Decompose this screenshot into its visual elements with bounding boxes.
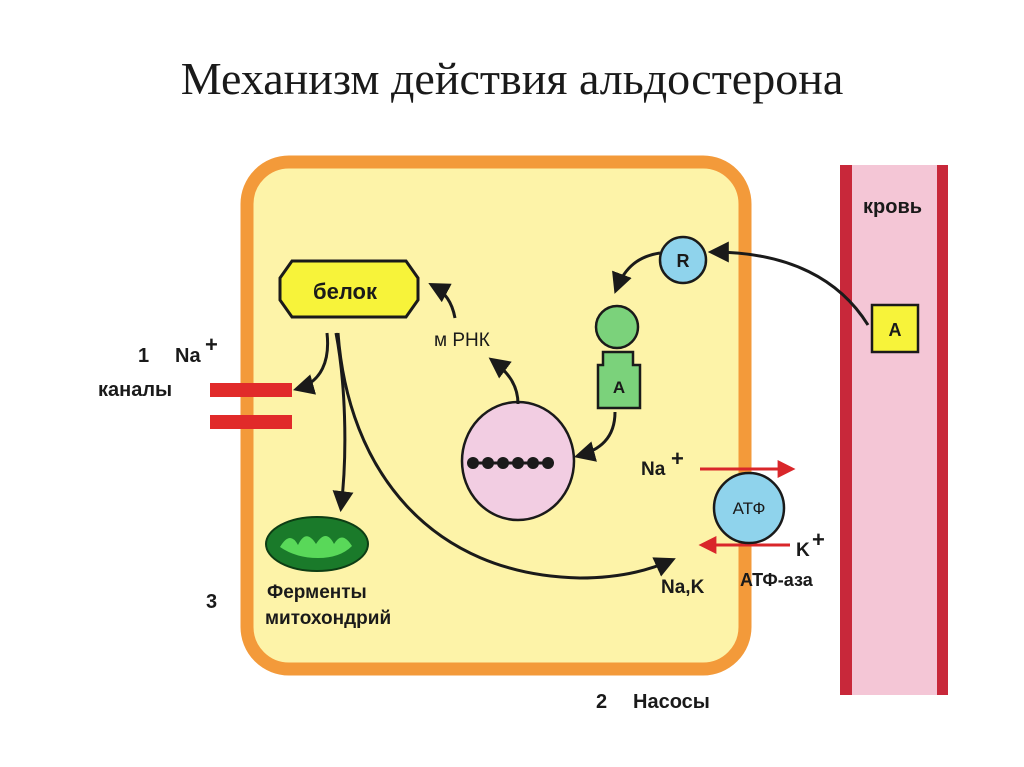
- complex-label: A: [613, 378, 625, 397]
- atp-label: АТФ: [733, 499, 766, 518]
- channel-number: 1: [138, 345, 149, 367]
- nucleus-to-mrna-arrow: [488, 357, 520, 405]
- channels-label: каналы: [98, 379, 172, 401]
- channel-na: Na: [175, 345, 201, 367]
- hormone-label: A: [889, 320, 902, 340]
- pumps-label: Насосы: [633, 691, 710, 713]
- mrna-to-protein-arrow: [428, 283, 457, 319]
- enzymes-label-line2: митохондрий: [265, 608, 391, 629]
- number-2: 2: [596, 691, 607, 713]
- receptor-to-complex-arrow: [612, 251, 661, 294]
- pump-na-plus: +: [671, 446, 684, 471]
- atp-pump: [712, 471, 786, 545]
- pump-na: Na: [641, 459, 666, 480]
- blood-label: кровь: [863, 196, 922, 218]
- number-3: 3: [206, 591, 217, 613]
- page-title: Механизм действия альдостерона: [180, 53, 844, 104]
- protein-to-pumps-arrow: [336, 332, 676, 580]
- receptor-label: R: [677, 251, 690, 271]
- hormone-to-receptor-arrow: [707, 241, 870, 326]
- protein-to-channels-arrow: [292, 332, 330, 395]
- hormone-receptor-complex: [594, 304, 642, 410]
- mrna-label: м РНК: [434, 330, 490, 351]
- complex-to-nucleus-arrow: [573, 411, 617, 462]
- pump-nak: Na,K: [661, 577, 705, 598]
- enzymes-label-line1: Ферменты: [267, 582, 367, 603]
- pump-k: K: [796, 540, 810, 561]
- protein-label: белок: [313, 279, 378, 304]
- hormone-box: [870, 303, 920, 354]
- channel-na-plus: +: [205, 332, 218, 357]
- blood-vessel: [840, 165, 948, 695]
- dna-chain: [467, 457, 554, 469]
- protein-shape: [278, 259, 420, 319]
- na-channel-bottom: [210, 415, 292, 429]
- na-channel-top: [210, 383, 292, 397]
- atpase-label: АТФ-аза: [740, 570, 814, 590]
- mitochondrion: [265, 516, 369, 572]
- pump-k-plus: +: [812, 527, 825, 552]
- receptor-circle: [658, 235, 708, 285]
